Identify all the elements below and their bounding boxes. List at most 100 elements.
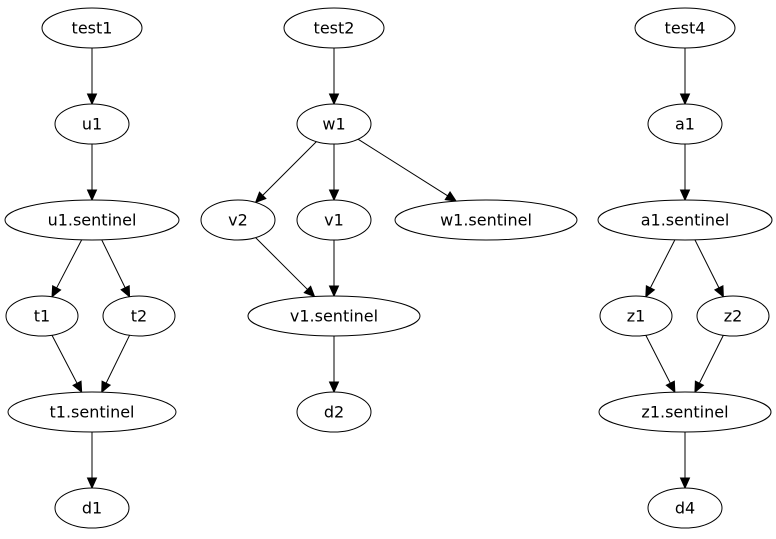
node-label: test4 <box>665 19 706 38</box>
edge-line <box>698 335 724 384</box>
node-v1: v1 <box>296 199 372 241</box>
node-z1-sentinel: z1.sentinel <box>598 391 772 433</box>
node-shape <box>4 199 180 241</box>
node-shape <box>102 295 176 337</box>
edge-u1-to-u1-sentinel <box>86 144 98 202</box>
node-d2: d2 <box>296 391 372 433</box>
node-shape <box>597 199 773 241</box>
node-label: a1 <box>675 115 695 134</box>
node-label: w1.sentinel <box>440 211 532 230</box>
node-shape <box>598 391 772 433</box>
node-shape <box>696 295 770 337</box>
arrowhead-icon <box>665 380 676 394</box>
node-shape <box>5 295 79 337</box>
edge-line <box>51 334 78 384</box>
arrowhead-icon <box>51 285 62 298</box>
arrowhead-icon <box>101 380 112 394</box>
node-label: d4 <box>675 499 695 518</box>
node-label: d2 <box>324 403 344 422</box>
node-label: v2 <box>228 211 248 230</box>
node-test2: test2 <box>283 7 385 49</box>
node-t1: t1 <box>5 295 79 337</box>
edge-line <box>56 239 83 289</box>
arrowhead-icon <box>679 189 691 202</box>
node-label: z2 <box>724 307 743 326</box>
arrowhead-icon <box>328 93 340 106</box>
arrowhead-icon <box>679 477 691 490</box>
arrowhead-icon <box>303 285 316 298</box>
node-label: a1.sentinel <box>641 211 730 230</box>
arrowhead-icon <box>645 285 656 298</box>
edge-line <box>357 138 448 197</box>
node-label: d1 <box>82 499 102 518</box>
edge-line <box>694 239 720 289</box>
node-u1: u1 <box>54 103 130 145</box>
edge-line <box>262 141 317 196</box>
edge-test4-to-a1 <box>679 48 691 106</box>
node-shape <box>394 199 578 241</box>
node-shape <box>296 391 372 433</box>
node-label: t1.sentinel <box>49 403 134 422</box>
node-shape <box>647 487 723 529</box>
arrowhead-icon <box>72 380 83 394</box>
edge-z1-to-z1-sentinel <box>645 335 676 394</box>
edge-u1-sentinel-to-t1 <box>51 239 83 298</box>
edge-line <box>645 335 671 384</box>
node-label: test1 <box>72 19 113 38</box>
arrowhead-icon <box>679 93 691 106</box>
arrowhead-icon <box>328 285 340 298</box>
node-shape <box>247 295 421 337</box>
edge-u1-sentinel-to-t2 <box>101 239 131 298</box>
node-label: z1.sentinel <box>641 403 728 422</box>
node-label: u1 <box>82 115 102 134</box>
node-shape <box>200 199 276 241</box>
edge-t1-to-t1-sentinel <box>51 334 83 394</box>
node-label: test2 <box>314 19 355 38</box>
node-shape <box>634 7 736 49</box>
node-shape <box>41 7 143 49</box>
edge-z1-sentinel-to-d4 <box>679 432 691 490</box>
arrowhead-icon <box>86 189 98 202</box>
node-test4: test4 <box>634 7 736 49</box>
edge-a1-sentinel-to-z2 <box>694 239 724 298</box>
node-shape <box>54 103 130 145</box>
node-label: z1 <box>627 307 646 326</box>
node-z1: z1 <box>599 295 673 337</box>
node-shape <box>7 391 177 433</box>
edge-v2-to-v1-sentinel <box>255 237 316 298</box>
node-w1-sentinel: w1.sentinel <box>394 199 578 241</box>
arrowhead-icon <box>120 284 131 298</box>
arrowhead-icon <box>713 284 724 298</box>
arrowhead-icon <box>86 477 98 490</box>
node-t1-sentinel: t1.sentinel <box>7 391 177 433</box>
node-w1: w1 <box>296 103 372 145</box>
node-d1: d1 <box>54 487 130 529</box>
arrowhead-icon <box>254 191 267 204</box>
node-t2: t2 <box>102 295 176 337</box>
node-shape <box>296 199 372 241</box>
node-test1: test1 <box>41 7 143 49</box>
edge-w1-to-v2 <box>254 141 317 204</box>
arrowhead-icon <box>86 93 98 106</box>
node-label: t1 <box>34 307 50 326</box>
node-a1-sentinel: a1.sentinel <box>597 199 773 241</box>
edge-t2-to-t1-sentinel <box>101 335 131 394</box>
node-shape <box>54 487 130 529</box>
edge-w1-to-w1-sentinel <box>357 138 458 202</box>
node-label: t2 <box>131 307 147 326</box>
edge-line <box>649 239 676 289</box>
edge-v1-sentinel-to-d2 <box>328 336 340 394</box>
arrowhead-icon <box>328 189 340 202</box>
edge-z2-to-z1-sentinel <box>694 335 724 394</box>
node-v1-sentinel: v1.sentinel <box>247 295 421 337</box>
edge-line <box>101 239 126 288</box>
edge-a1-to-a1-sentinel <box>679 144 691 202</box>
edge-test1-to-u1 <box>86 48 98 106</box>
node-a1: a1 <box>647 103 723 145</box>
node-label: w1 <box>322 115 345 134</box>
node-z2: z2 <box>696 295 770 337</box>
edge-a1-sentinel-to-z1 <box>645 239 676 298</box>
node-v2: v2 <box>200 199 276 241</box>
